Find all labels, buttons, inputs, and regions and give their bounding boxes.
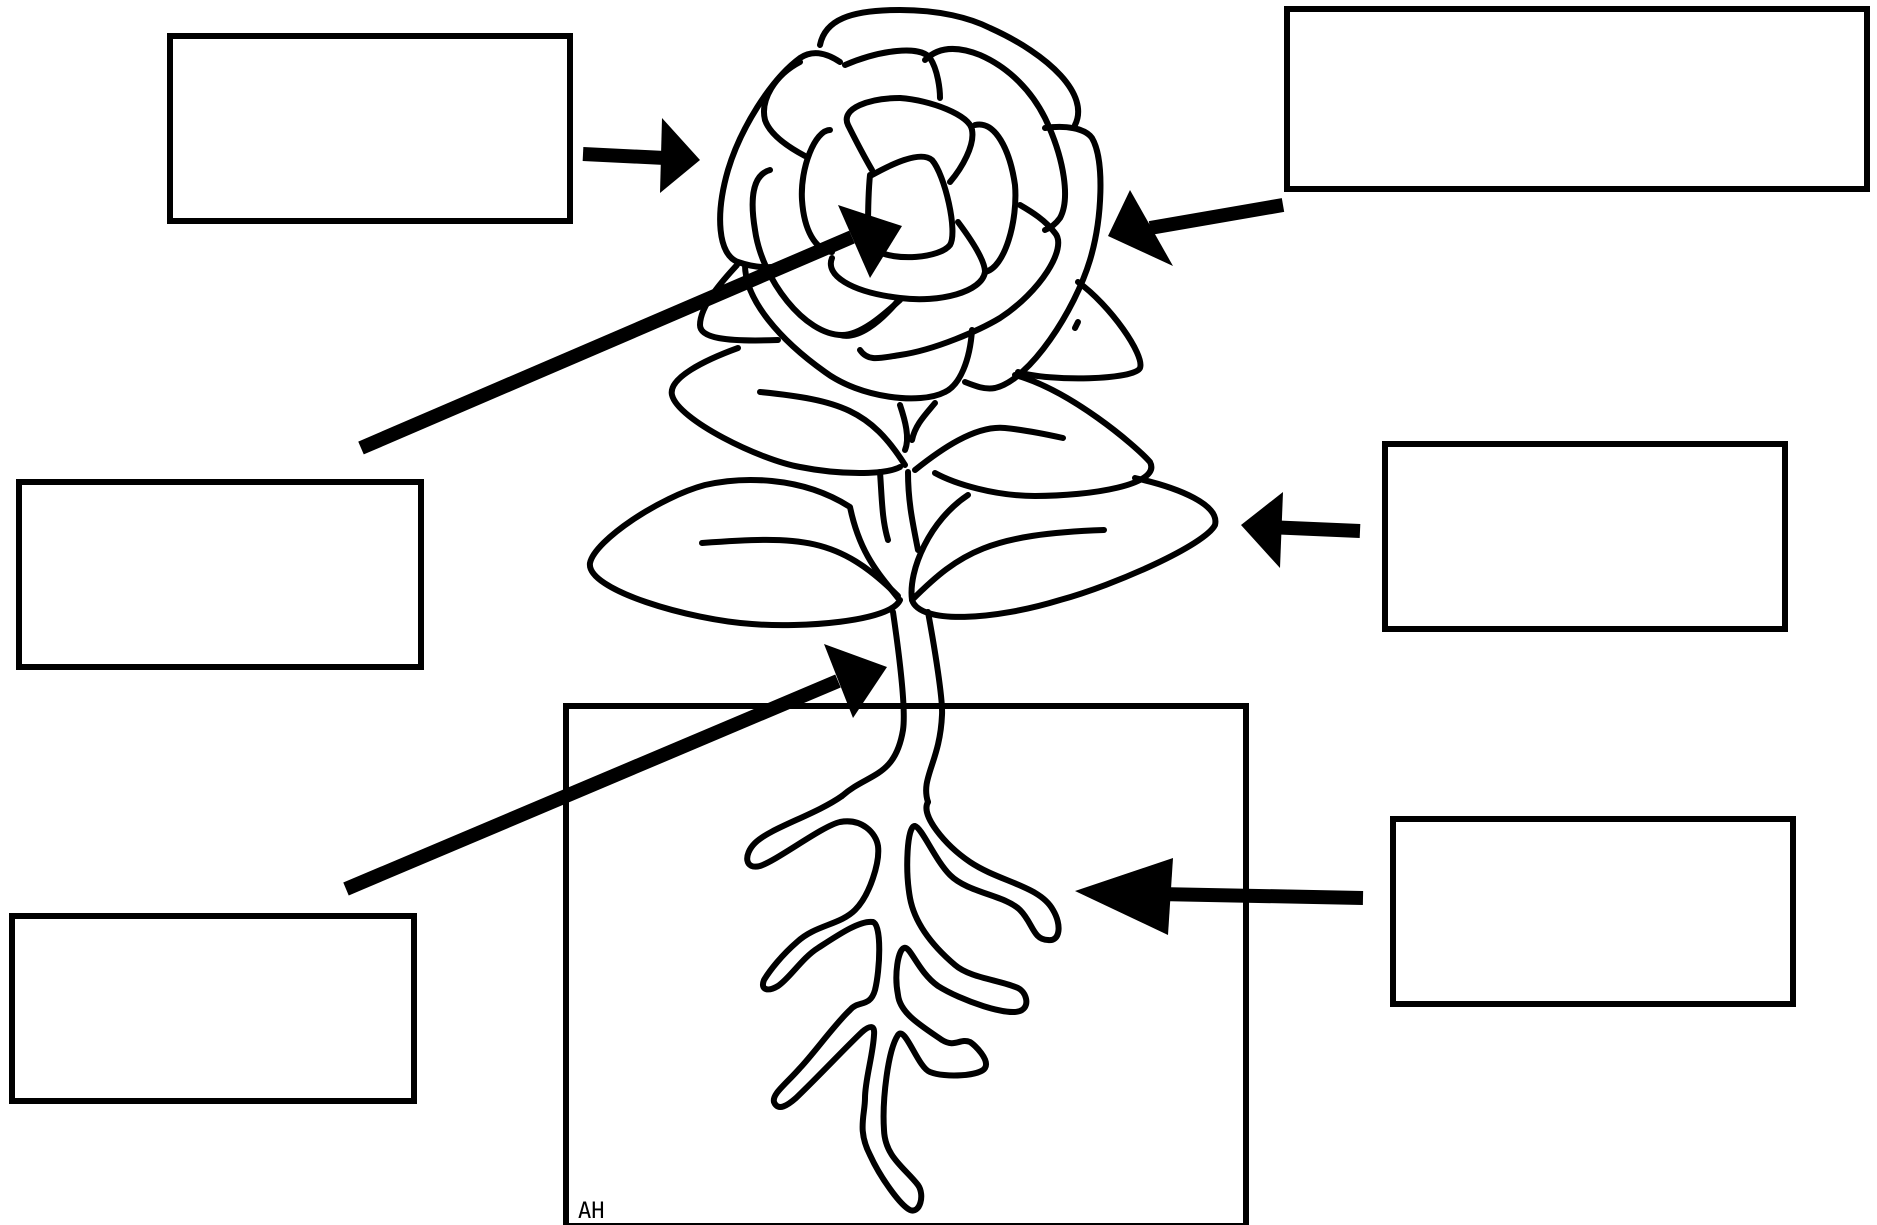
label-box-center[interactable] xyxy=(16,479,424,670)
arrow-to-petal xyxy=(1108,190,1285,266)
label-box-stem[interactable] xyxy=(9,913,417,1104)
arrow-to-center xyxy=(358,205,902,455)
root-illustration xyxy=(744,793,1062,1214)
arrow-to-leaf xyxy=(1241,492,1361,568)
plant-drawing xyxy=(587,7,1219,1214)
label-box-flower[interactable] xyxy=(167,33,573,224)
leaf-illustration xyxy=(587,475,1219,629)
flower-illustration xyxy=(697,7,1144,402)
arrow-to-roots xyxy=(1075,858,1364,935)
label-box-petal[interactable] xyxy=(1284,6,1870,192)
sepal-illustration xyxy=(668,345,1155,499)
arrow-to-flower xyxy=(582,118,700,193)
arrow-to-stem xyxy=(343,644,887,896)
stem-illustration xyxy=(839,469,946,805)
label-box-roots[interactable] xyxy=(1390,816,1796,1007)
author-signature: AH xyxy=(578,1199,605,1224)
soil-box xyxy=(563,703,1249,1225)
label-box-leaf[interactable] xyxy=(1382,441,1788,632)
